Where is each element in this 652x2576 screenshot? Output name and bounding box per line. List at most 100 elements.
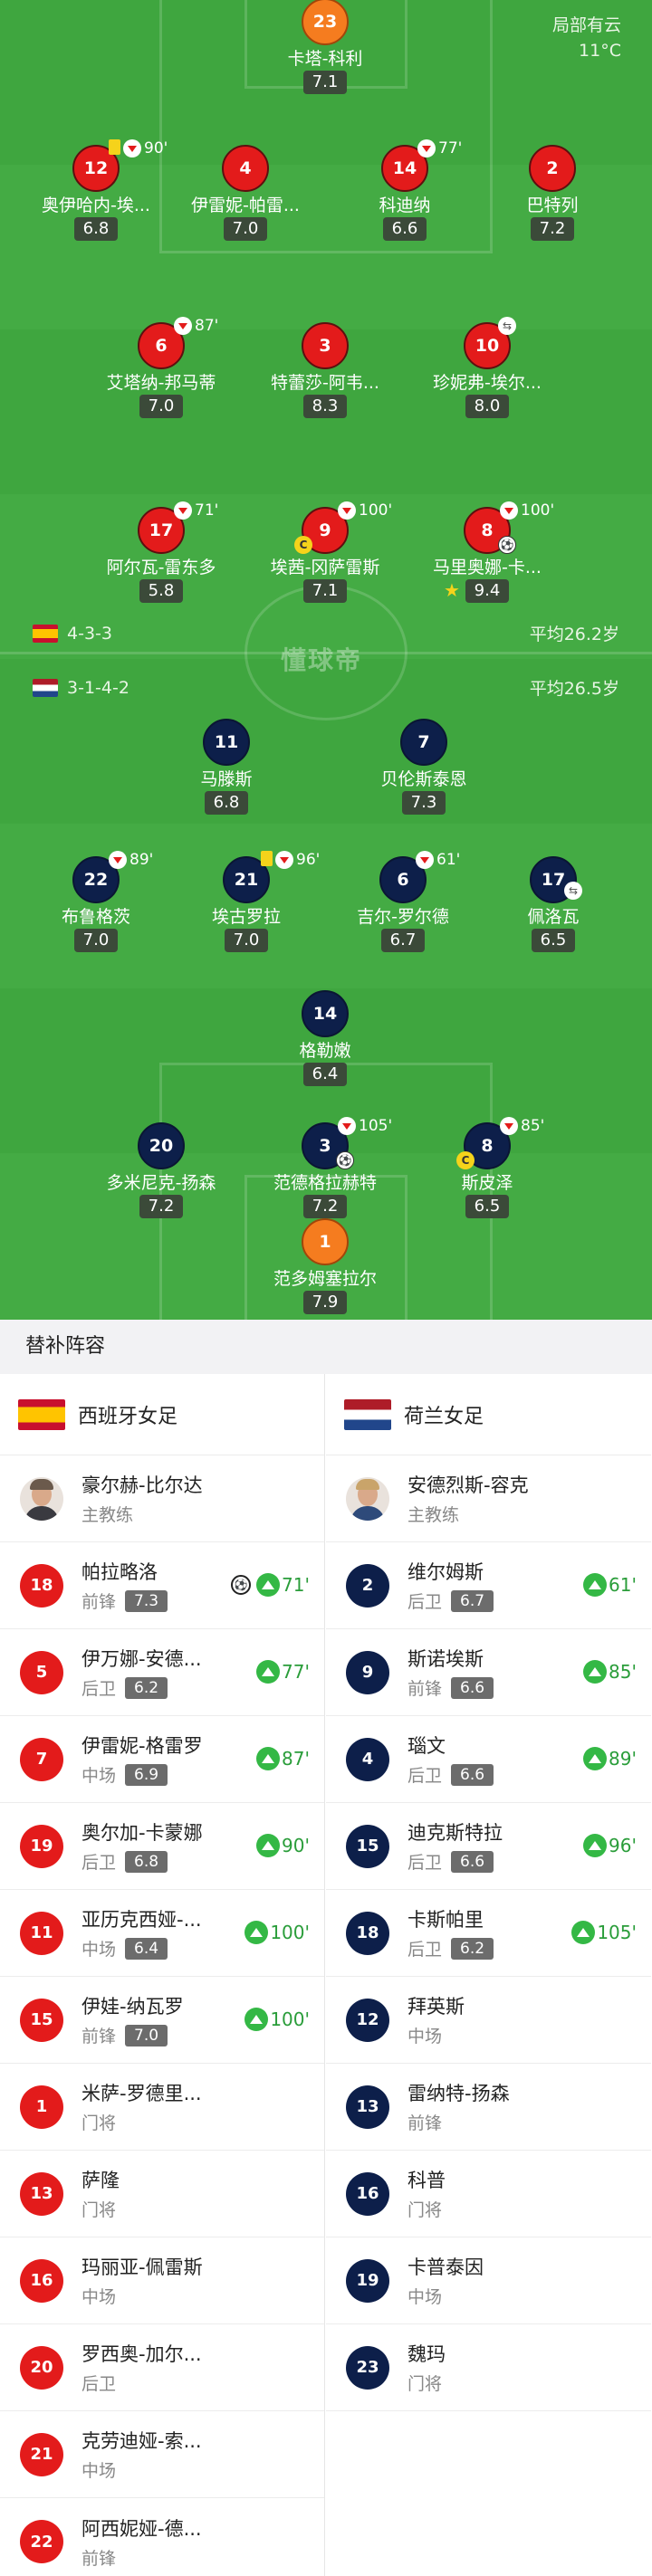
pitch-player[interactable]: 8 85' C 斯皮泽 6.5 <box>406 1117 569 1218</box>
netherlands-formation: 3-1-4-2 <box>67 677 129 698</box>
pitch: 局部有云 11°C 懂球帝 4-3-3 平均26.2岁 3-1-4-2 平均26… <box>0 0 652 1320</box>
pitch-player[interactable]: 1 范多姆塞拉尔 7.9 <box>244 1218 407 1314</box>
sub-rating: 6.9 <box>125 1763 168 1786</box>
sub-number: 16 <box>20 2258 63 2303</box>
weather-temp: 11°C <box>579 41 621 61</box>
spain-team-header[interactable]: 西班牙女足 <box>0 1374 324 1455</box>
pitch-player[interactable]: 7 贝伦斯泰恩 7.3 <box>342 719 505 815</box>
sub-in-icon <box>583 1834 608 1857</box>
pitch-player[interactable]: 6 87' 艾塔纳-邦马蒂 7.0 <box>80 317 243 418</box>
netherlands-team-header[interactable]: 荷兰女足 <box>326 1374 651 1455</box>
sub-minute: 85' <box>521 1117 545 1135</box>
player-name: 布鲁格茨 <box>61 907 130 927</box>
spain-avg-age: 平均26.2岁 <box>529 625 619 644</box>
pitch-player[interactable]: 20 多米尼克-扬森 7.2 <box>80 1122 243 1218</box>
sub-out-icon <box>174 501 192 520</box>
sub-minute: 100' <box>359 501 393 520</box>
pitch-player[interactable]: 11 马滕斯 6.8 <box>145 719 308 815</box>
sub-minute: 85' <box>609 1661 637 1683</box>
sub-minute: 61' <box>436 851 461 869</box>
pitch-player[interactable]: 6 61' 吉尔-罗尔德 6.7 <box>321 851 484 952</box>
sub-name: 伊雷妮-格雷罗 <box>82 1735 203 1757</box>
goal-ball-icon: ⚽ <box>498 536 516 554</box>
sub-rating: 7.3 <box>125 1589 168 1612</box>
coach-role: 主教练 <box>82 1505 134 1525</box>
sub-minute: 105' <box>597 1922 637 1943</box>
sub-row[interactable]: 16 科普 门将 <box>326 2151 651 2237</box>
player-name: 格勒嫩 <box>299 1041 351 1061</box>
player-name: 奥伊哈内-埃... <box>42 196 150 215</box>
pitch-player[interactable]: 14 77' 科迪纳 6.6 <box>323 139 486 241</box>
sub-name: 卡斯帕里 <box>408 1909 484 1931</box>
sub-position: 中场 <box>82 1766 117 1786</box>
sub-out-icon <box>338 501 356 520</box>
sub-row[interactable]: 13 萨隆 门将 <box>0 2151 324 2237</box>
pitch-player[interactable]: 9 100' C 埃茜-冈萨雷斯 7.1 <box>244 501 407 603</box>
player-rating: 6.5 <box>532 929 575 952</box>
sub-position: 门将 <box>82 2113 117 2133</box>
sub-position: 前锋 <box>408 1679 443 1699</box>
pitch-player[interactable]: 10 ⇆ 珍妮弗-埃尔... 8.0 <box>406 317 569 418</box>
pitch-player[interactable]: 22 89' 布鲁格茨 7.0 <box>14 851 177 952</box>
sub-position: 前锋 <box>82 2027 117 2046</box>
pitch-player[interactable]: 23 卡塔-科利 7.1 <box>244 0 407 94</box>
spain-flag-icon <box>18 1398 65 1430</box>
goal-ball-icon: ⚽ <box>336 1151 354 1169</box>
sub-row[interactable]: 20 罗西奥-加尔... 后卫 <box>0 2324 324 2411</box>
sub-minute: 87' <box>282 1748 310 1770</box>
coach-row[interactable]: 安德烈斯-容克 主教练 <box>326 1455 651 1542</box>
netherlands-flag-icon <box>33 678 58 697</box>
pitch-player[interactable]: 3 特蕾莎-阿韦... 8.3 <box>244 322 407 418</box>
pitch-player[interactable]: 17 ⇆ 佩洛瓦 6.5 <box>472 856 635 952</box>
player-rating: 6.7 <box>381 929 425 952</box>
pitch-player[interactable]: 4 伊雷妮-帕雷... 7.0 <box>164 145 327 241</box>
sub-row[interactable]: 13 雷纳特-扬森 前锋 <box>326 2064 651 2151</box>
sub-row[interactable]: 21 克劳迪娅-索... 中场 <box>0 2411 324 2498</box>
player-name: 马里奥娜-卡... <box>433 558 542 577</box>
sub-rating: 6.2 <box>125 1676 168 1699</box>
sub-position: 后卫 <box>82 2374 117 2394</box>
sub-row[interactable]: 1 米萨-罗德里... 门将 <box>0 2064 324 2151</box>
pitch-player[interactable]: 12 90' 奥伊哈内-埃... 6.8 <box>14 139 177 241</box>
weather-condition: 局部有云 <box>551 15 621 35</box>
sub-number: 23 <box>346 2345 389 2390</box>
sub-number: 19 <box>346 2258 389 2303</box>
sub-rating: 6.6 <box>451 1676 494 1699</box>
sub-number: 19 <box>20 1824 63 1868</box>
pitch-player[interactable]: 14 格勒嫩 6.4 <box>244 990 407 1086</box>
sub-number: 11 <box>20 1911 63 1955</box>
sub-row[interactable]: 22 阿西妮娅-德... 前锋 <box>0 2498 324 2576</box>
sub-row[interactable]: 19 卡普泰因 中场 <box>326 2237 651 2324</box>
yellow-card-icon <box>261 851 273 866</box>
coach-name: 安德烈斯-容克 <box>408 1474 529 1496</box>
pitch-player[interactable]: 21 96' 埃古罗拉 7.0 <box>165 851 328 952</box>
sub-row[interactable]: 23 魏玛 门将 <box>326 2324 651 2411</box>
coach-row[interactable]: 豪尔赫-比尔达 主教练 <box>0 1455 324 1542</box>
player-rating: 5.8 <box>139 579 183 603</box>
player-name: 特蕾莎-阿韦... <box>271 373 379 393</box>
player-number: 20 <box>138 1122 185 1169</box>
player-name: 阿尔瓦-雷东多 <box>106 558 216 577</box>
sub-row[interactable]: 16 玛丽亚-佩雷斯 中场 <box>0 2237 324 2324</box>
pitch-player[interactable]: 2 巴特列 7.2 <box>471 145 634 241</box>
yellow-card-icon <box>109 139 120 155</box>
player-number: 6 <box>379 856 427 903</box>
sub-position: 中场 <box>408 2027 443 2046</box>
pitch-player[interactable]: 17 71' 阿尔瓦-雷东多 5.8 <box>80 501 243 603</box>
pitch-player[interactable]: 8 100' ⚽ 马里奥娜-卡... ★ 9.4 <box>406 501 569 603</box>
captain-icon: C <box>294 536 312 554</box>
pitch-player[interactable]: 3 105' ⚽ 范德格拉赫特 7.2 <box>244 1117 407 1218</box>
sub-row[interactable]: 12 拜英斯 中场 <box>326 1977 651 2064</box>
spain-flag-icon <box>33 624 58 643</box>
